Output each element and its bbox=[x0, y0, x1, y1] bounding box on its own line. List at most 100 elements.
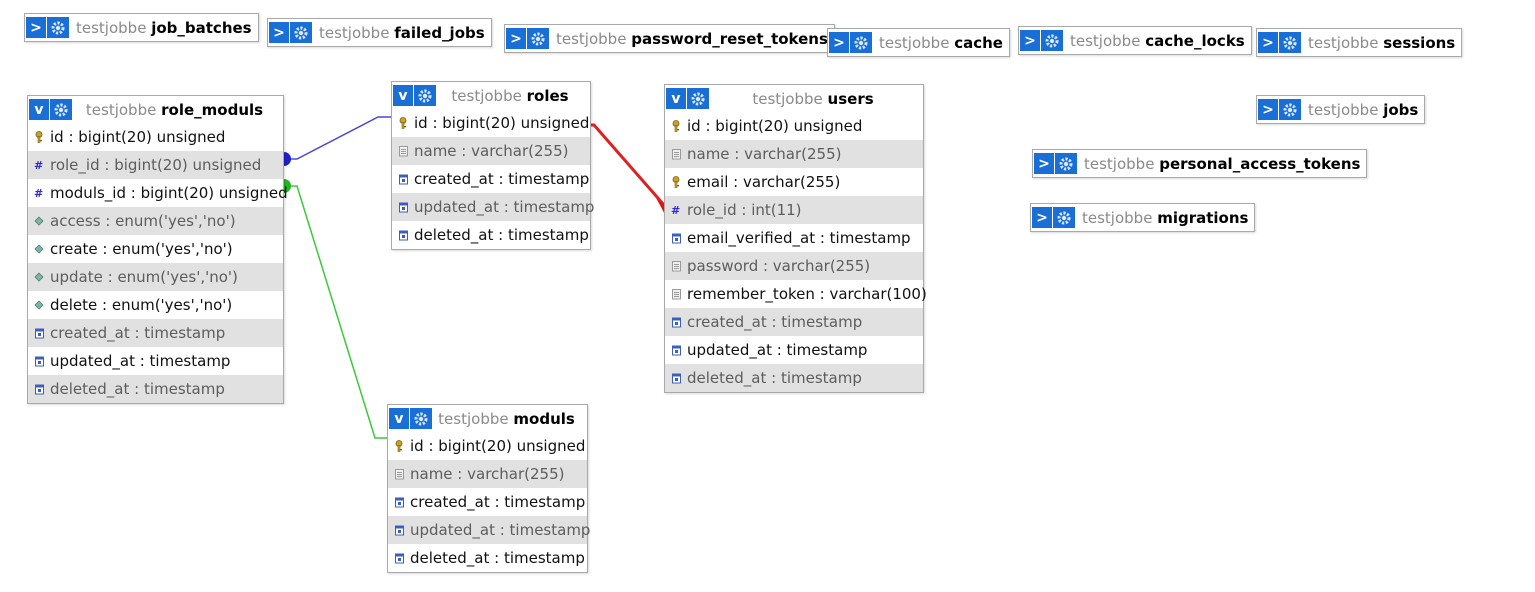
collapse-toggle[interactable]: v bbox=[393, 85, 413, 106]
column-label: deleted_at : timestamp bbox=[687, 369, 862, 387]
column-row[interactable]: email_verified_at : timestamp bbox=[665, 224, 923, 252]
gear-icon[interactable] bbox=[1052, 207, 1075, 228]
column-label: access : enum('yes','no') bbox=[50, 212, 236, 230]
column-row[interactable]: id : bigint(20) unsigned bbox=[665, 112, 923, 140]
table-roles[interactable]: v testjobbe roles id : bigint(20) unsign… bbox=[391, 81, 594, 250]
table-migrations[interactable]: > testjobbe migrations bbox=[1030, 203, 1256, 232]
table-title: testjobbe moduls bbox=[432, 410, 587, 428]
primary-key-icon bbox=[34, 131, 44, 143]
column-label: updated_at : timestamp bbox=[410, 521, 591, 539]
column-row[interactable]: created_at : timestamp bbox=[388, 488, 587, 516]
collapse-toggle[interactable]: v bbox=[389, 408, 409, 429]
column-row[interactable]: deleted_at : timestamp bbox=[388, 544, 587, 572]
gear-icon[interactable] bbox=[49, 99, 72, 120]
column-row[interactable]: created_at : timestamp bbox=[28, 319, 283, 347]
table-jobs[interactable]: > testjobbe jobs bbox=[1256, 95, 1426, 124]
gear-icon[interactable] bbox=[526, 28, 549, 49]
table-name: users bbox=[827, 89, 874, 108]
table-name: cache bbox=[954, 33, 1003, 52]
column-row[interactable]: delete : enum('yes','no') bbox=[28, 291, 283, 319]
expand-toggle[interactable]: > bbox=[506, 28, 526, 49]
table-role_moduls[interactable]: v testjobbe role_moduls id : bigint(20) … bbox=[27, 95, 288, 404]
primary-key-icon bbox=[394, 440, 404, 452]
text-icon bbox=[394, 468, 404, 480]
column-row[interactable]: updated_at : timestamp bbox=[388, 516, 591, 544]
relation-line-users bbox=[590, 123, 666, 206]
expand-toggle[interactable]: > bbox=[269, 22, 289, 43]
column-row[interactable]: id : bigint(20) unsigned bbox=[388, 432, 587, 460]
column-row[interactable]: deleted_at : timestamp bbox=[665, 364, 923, 392]
expand-toggle[interactable]: > bbox=[26, 17, 46, 38]
relation-line-moduls bbox=[284, 185, 388, 439]
column-label: id : bigint(20) unsigned bbox=[50, 128, 226, 146]
column-row[interactable]: password : varchar(255) bbox=[665, 252, 923, 280]
column-list: id : bigint(20) unsigned #role_id : bigin… bbox=[28, 123, 288, 403]
expand-toggle[interactable]: > bbox=[1034, 153, 1054, 174]
gear-icon[interactable] bbox=[409, 408, 432, 429]
collapse-toggle[interactable]: v bbox=[666, 88, 686, 109]
column-row[interactable]: email : varchar(255) bbox=[665, 168, 923, 196]
column-label: deleted_at : timestamp bbox=[50, 380, 225, 398]
table-title: testjobbe sessions bbox=[1301, 34, 1461, 52]
column-label: updated_at : timestamp bbox=[414, 198, 595, 216]
table-moduls[interactable]: v testjobbe moduls id : bigint(20) unsig… bbox=[387, 404, 591, 573]
column-row[interactable]: name : varchar(255) bbox=[392, 137, 590, 165]
schema-name: testjobbe bbox=[438, 409, 509, 428]
column-label: role_id : int(11) bbox=[687, 201, 802, 219]
column-row[interactable]: name : varchar(255) bbox=[665, 140, 923, 168]
column-row[interactable]: updated_at : timestamp bbox=[665, 336, 923, 364]
column-row[interactable]: created_at : timestamp bbox=[392, 165, 590, 193]
column-row[interactable]: #role_id : bigint(20) unsigned bbox=[28, 151, 283, 179]
table-title: testjobbe cache_locks bbox=[1063, 32, 1251, 50]
column-label: id : bigint(20) unsigned bbox=[414, 114, 590, 132]
gear-icon[interactable] bbox=[849, 32, 872, 53]
column-row[interactable]: # role_id : int(11) bbox=[665, 196, 923, 224]
table-users[interactable]: v testjobbe users id : bigint(20) unsign… bbox=[664, 84, 927, 393]
table-cache_locks[interactable]: > testjobbe cache_locks bbox=[1018, 26, 1252, 55]
table-personal_access_tokens[interactable]: > testjobbe personal_access_tokens bbox=[1032, 149, 1368, 178]
column-row[interactable]: update : enum('yes','no') bbox=[28, 263, 283, 291]
column-row[interactable]: updated_at : timestamp bbox=[28, 347, 283, 375]
date-icon bbox=[671, 316, 681, 328]
numeric-icon: # bbox=[671, 204, 681, 216]
expand-toggle[interactable]: > bbox=[1258, 32, 1278, 53]
column-row[interactable]: deleted_at : timestamp bbox=[28, 375, 283, 403]
column-label: name : varchar(255) bbox=[410, 465, 565, 483]
gear-icon[interactable] bbox=[1040, 30, 1063, 51]
column-row[interactable]: name : varchar(255) bbox=[388, 460, 587, 488]
gear-icon[interactable] bbox=[1278, 99, 1301, 120]
table-failed_jobs[interactable]: > testjobbe failed_jobs bbox=[267, 18, 492, 47]
column-row[interactable]: remember_token : varchar(100) bbox=[665, 280, 927, 308]
collapse-toggle[interactable]: v bbox=[29, 99, 49, 120]
date-icon bbox=[394, 552, 404, 564]
column-row[interactable]: deleted_at : timestamp bbox=[392, 221, 590, 249]
gear-icon[interactable] bbox=[686, 88, 709, 109]
gear-icon[interactable] bbox=[1054, 153, 1077, 174]
date-icon bbox=[398, 229, 408, 241]
column-row[interactable]: create : enum('yes','no') bbox=[28, 235, 283, 263]
table-password_reset_tokens[interactable]: > testjobbe password_reset_tokens bbox=[504, 24, 835, 53]
gear-icon[interactable] bbox=[289, 22, 312, 43]
expand-toggle[interactable]: > bbox=[829, 32, 849, 53]
expand-toggle[interactable]: > bbox=[1032, 207, 1052, 228]
schema-name: testjobbe bbox=[85, 100, 157, 119]
expand-toggle[interactable]: > bbox=[1020, 30, 1040, 51]
column-row[interactable]: access : enum('yes','no') bbox=[28, 207, 283, 235]
column-row[interactable]: updated_at : timestamp bbox=[392, 193, 594, 221]
gear-icon[interactable] bbox=[1278, 32, 1301, 53]
gear-icon[interactable] bbox=[413, 85, 436, 106]
column-label: name : varchar(255) bbox=[687, 145, 842, 163]
column-row[interactable]: id : bigint(20) unsigned bbox=[392, 109, 590, 137]
column-row[interactable]: created_at : timestamp bbox=[665, 308, 923, 336]
column-row[interactable]: #moduls_id : bigint(20) unsigned bbox=[28, 179, 288, 207]
column-list: id : bigint(20) unsigned name : varchar(2… bbox=[392, 109, 594, 249]
gear-icon[interactable] bbox=[46, 17, 69, 38]
schema-name: testjobbe bbox=[1308, 100, 1379, 119]
expand-toggle[interactable]: > bbox=[1258, 99, 1278, 120]
column-label: create : enum('yes','no') bbox=[50, 240, 233, 258]
enum-icon bbox=[34, 271, 44, 283]
table-cache[interactable]: > testjobbe cache bbox=[827, 28, 1010, 57]
table-job_batches[interactable]: > testjobbe job_batches bbox=[24, 13, 259, 42]
table-sessions[interactable]: > testjobbe sessions bbox=[1256, 28, 1463, 57]
column-row[interactable]: id : bigint(20) unsigned bbox=[28, 123, 283, 151]
